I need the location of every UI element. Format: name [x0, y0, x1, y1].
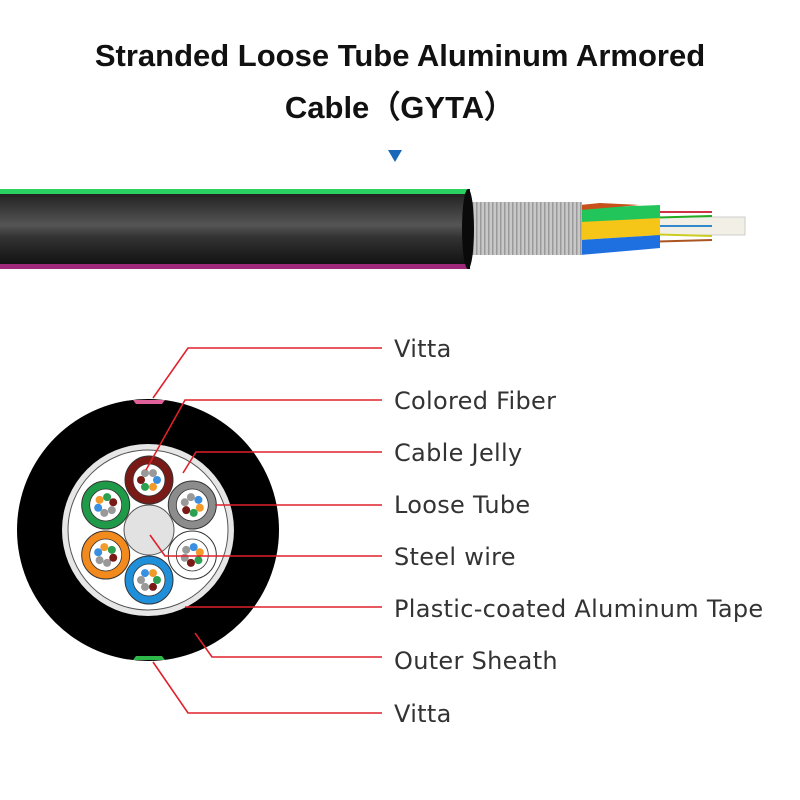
colored-fiber [153, 576, 161, 584]
colored-fiber [153, 476, 161, 484]
colored-fiber [195, 503, 204, 512]
loose-tube [81, 480, 131, 530]
colored-fiber [180, 553, 189, 562]
colored-fiber [149, 569, 157, 578]
colored-fiber [189, 543, 198, 552]
loose-tube [167, 530, 217, 580]
colored-fiber [194, 556, 203, 565]
colored-fiber [94, 503, 103, 512]
vitta-bottom [133, 656, 165, 660]
colored-fiber [149, 469, 157, 478]
label-steel-wire: Steel wire [394, 543, 516, 571]
title-line-2: Cable（GYTA） [284, 90, 516, 125]
loose-tube [124, 555, 174, 605]
label-colored-fiber: Colored Fiber [394, 387, 557, 415]
colored-fiber [137, 576, 145, 584]
colored-fiber [186, 558, 195, 567]
cable-side-view [0, 189, 746, 269]
colored-fiber [182, 506, 191, 515]
steel-wire [123, 504, 175, 556]
colored-fiber [141, 582, 149, 591]
cable-cross-section [17, 399, 279, 661]
colored-fiber [100, 508, 109, 517]
colored-fiber [137, 476, 145, 484]
colored-fiber [186, 493, 195, 502]
title-line-1: Stranded Loose Tube Aluminum Armored [94, 38, 706, 73]
colored-fiber [182, 545, 191, 554]
loose-tube [167, 480, 217, 530]
colored-fiber [194, 495, 203, 504]
pointer-triangle-icon [388, 150, 402, 162]
colored-fiber [141, 469, 149, 478]
colored-fiber [109, 553, 118, 562]
colored-fiber [149, 582, 157, 591]
colored-fiber [141, 569, 149, 578]
colored-fiber [107, 506, 116, 515]
colored-fiber [195, 548, 204, 557]
label-loose-tube: Loose Tube [394, 491, 531, 519]
label-cable-jelly: Cable Jelly [394, 439, 523, 467]
label-aluminum-tape: Plastic-coated Aluminum Tape [394, 595, 764, 623]
label-outer-sheath: Outer Sheath [394, 647, 558, 675]
colored-fiber [94, 548, 103, 557]
colored-fiber [149, 482, 157, 491]
loose-tube [81, 530, 131, 580]
colored-fiber [189, 508, 198, 517]
colored-fiber [109, 498, 118, 507]
colored-fiber [103, 558, 112, 567]
colored-fiber [95, 495, 104, 504]
colored-fiber [100, 543, 109, 552]
colored-fiber [180, 498, 189, 507]
vitta-top [133, 400, 165, 404]
colored-fiber [103, 493, 112, 502]
leader-lines [145, 347, 382, 714]
label-vitta-top: Vitta [394, 335, 452, 363]
loose-tube [124, 455, 174, 505]
colored-fiber [141, 482, 149, 491]
label-vitta-bottom: Vitta [394, 700, 452, 728]
colored-fiber [95, 556, 104, 565]
colored-fiber [107, 545, 116, 554]
